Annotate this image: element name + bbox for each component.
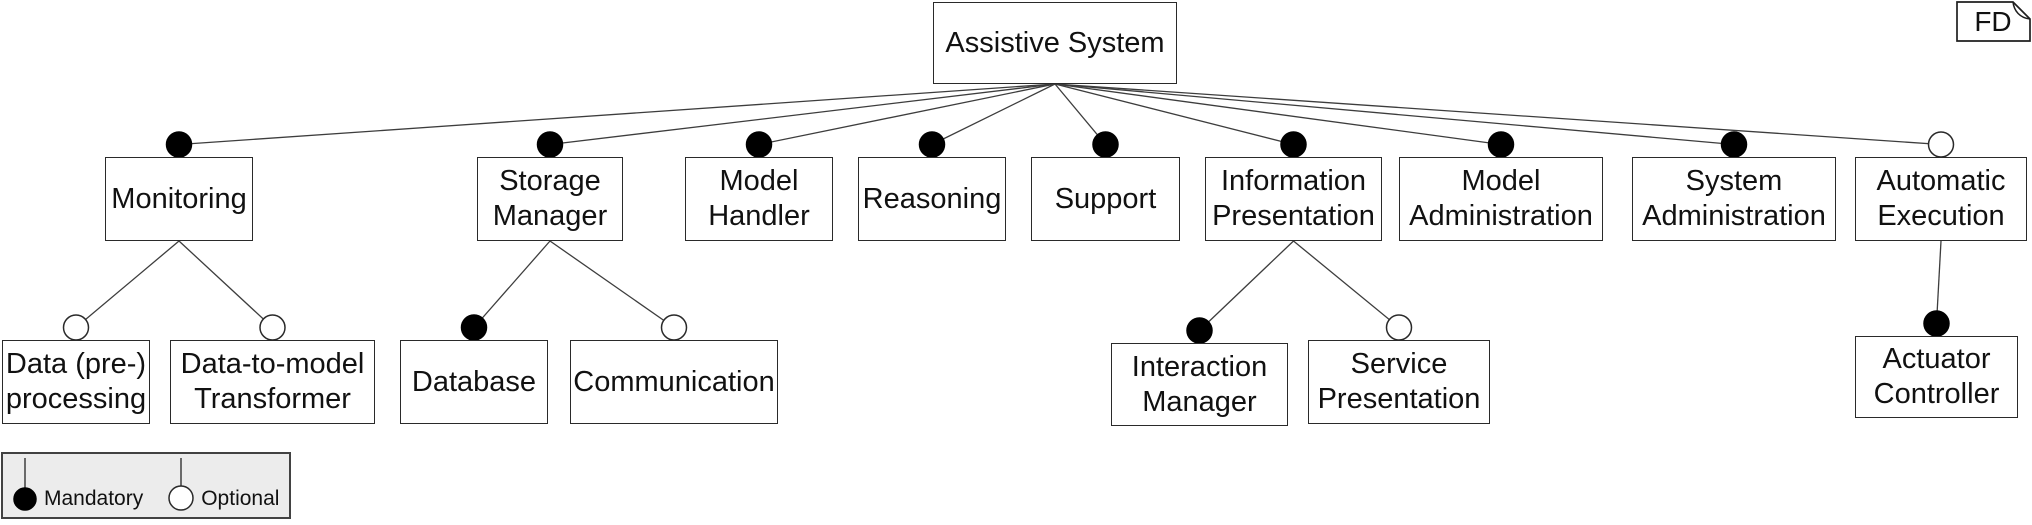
feature-node-support[interactable]: Support	[1031, 157, 1180, 241]
feature-node-label: Model Administration	[1409, 165, 1593, 232]
mandatory-icon	[13, 458, 37, 511]
mandatory-indicator-system-administration	[1720, 131, 1748, 158]
feature-node-label: Reasoning	[862, 182, 1002, 215]
feature-node-model-administration[interactable]: Model Administration	[1399, 157, 1603, 241]
feature-node-label: Database	[411, 365, 537, 398]
edge-assistive-system-reasoning	[931, 83, 1056, 146]
mandatory-indicator-actuator-controller	[1923, 310, 1950, 337]
feature-node-label: Data-to-model Transformer	[180, 348, 365, 415]
optional-indicator-communication	[660, 314, 688, 341]
mandatory-indicator-interaction-manager	[1186, 317, 1213, 344]
edge-assistive-system-model-administration	[1054, 83, 1502, 146]
optional-indicator-automatic-execution	[1927, 131, 1955, 158]
edge-assistive-system-monitoring	[178, 83, 1056, 146]
feature-node-label: Automatic Execution	[1876, 165, 2006, 232]
note-shape	[1956, 1, 2031, 42]
feature-node-data-pre-processing[interactable]: Data (pre-) processing	[2, 340, 150, 424]
edge-assistive-system-storage-manager	[549, 83, 1056, 146]
legend: Mandatory Optional	[1, 452, 291, 519]
feature-node-label: Actuator Controller	[1873, 343, 2000, 410]
note-fold-icon	[2012, 1, 2031, 20]
mandatory-indicator-storage-manager	[536, 131, 564, 158]
feature-node-label: Monitoring	[111, 182, 247, 215]
mandatory-indicator-monitoring	[165, 131, 193, 158]
mandatory-indicator-information-presentation	[1280, 131, 1307, 158]
feature-node-monitoring[interactable]: Monitoring	[105, 157, 253, 241]
legend-item-mandatory: Mandatory	[12, 457, 143, 511]
edge-storage-manager-database	[473, 240, 551, 328]
feature-node-database[interactable]: Database	[400, 340, 548, 424]
feature-node-reasoning[interactable]: Reasoning	[858, 157, 1006, 241]
edge-monitoring-data-pre-processing	[75, 240, 180, 328]
edge-assistive-system-automatic-execution	[1054, 83, 1942, 146]
feature-node-label: Data (pre-) processing	[5, 348, 147, 415]
diagram-type-symbol: FD	[1956, 1, 2031, 42]
mandatory-indicator-database	[460, 314, 488, 341]
feature-node-label: Service Presentation	[1317, 348, 1481, 415]
feature-node-system-administration[interactable]: System Administration	[1632, 157, 1836, 241]
feature-node-label: Support	[1054, 182, 1157, 215]
feature-node-storage-manager[interactable]: Storage Manager	[477, 157, 623, 241]
optional-indicator-data-to-model-transformer	[259, 314, 286, 341]
feature-node-label: Information Presentation	[1212, 165, 1375, 232]
feature-node-label: Model Handler	[708, 165, 810, 232]
optional-indicator-service-presentation	[1385, 314, 1413, 341]
feature-node-service-presentation[interactable]: Service Presentation	[1308, 340, 1490, 424]
edge-assistive-system-model-handler	[758, 83, 1056, 146]
feature-node-label: Storage Manager	[492, 165, 608, 232]
edge-information-presentation-service-presentation	[1293, 240, 1400, 329]
legend-mandatory-label: Mandatory	[44, 487, 144, 510]
diagram-type-label: FD	[1974, 6, 2011, 37]
feature-node-interaction-manager[interactable]: Interaction Manager	[1111, 343, 1288, 426]
feature-node-label: System Administration	[1642, 165, 1826, 232]
legend-optional-label: Optional	[201, 487, 280, 510]
legend-item-optional: Optional	[167, 457, 279, 511]
feature-node-label: Communication	[573, 365, 775, 398]
mandatory-indicator-model-handler	[745, 131, 773, 158]
feature-node-model-handler[interactable]: Model Handler	[685, 157, 833, 241]
edge-automatic-execution-actuator-controller	[1935, 240, 1942, 324]
optional-icon	[168, 458, 194, 511]
feature-node-information-presentation[interactable]: Information Presentation	[1205, 157, 1382, 241]
feature-node-label: Interaction Manager	[1131, 350, 1268, 418]
optional-indicator-data-pre-processing	[62, 314, 90, 341]
feature-node-communication[interactable]: Communication	[570, 340, 778, 424]
mandatory-indicator-reasoning	[918, 131, 946, 158]
edge-information-presentation-interaction-manager	[1199, 240, 1294, 331]
feature-node-data-to-model-transformer[interactable]: Data-to-model Transformer	[170, 340, 375, 424]
edge-storage-manager-communication	[549, 240, 675, 329]
feature-node-assistive-system[interactable]: Assistive System	[933, 2, 1177, 84]
feature-node-actuator-controller[interactable]: Actuator Controller	[1855, 336, 2018, 418]
edge-assistive-system-information-presentation	[1054, 83, 1294, 146]
mandatory-indicator-support	[1092, 131, 1119, 158]
mandatory-indicator-model-administration	[1487, 131, 1515, 158]
edge-monitoring-data-to-model-transformer	[178, 240, 273, 328]
feature-node-automatic-execution[interactable]: Automatic Execution	[1855, 157, 2027, 241]
edge-assistive-system-system-administration	[1054, 83, 1735, 146]
feature-node-label: Assistive System	[945, 26, 1165, 59]
